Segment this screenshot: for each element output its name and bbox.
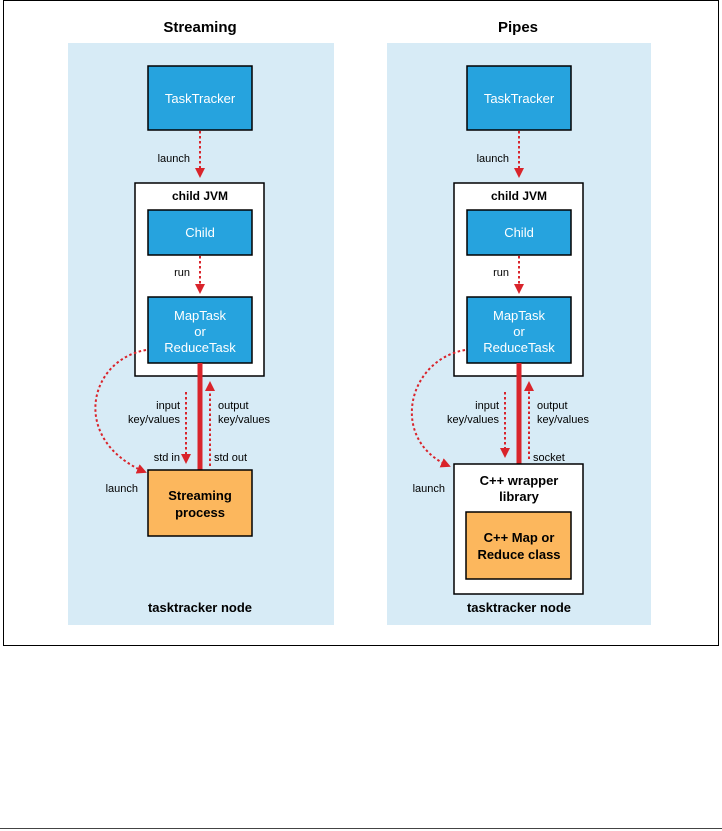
pipes-tasktracker-label: TaskTracker — [484, 91, 555, 106]
streaming-launch-process-label: launch — [106, 483, 138, 495]
pipes-input-label-line2: key/values — [447, 414, 499, 426]
pipes-launch-label: launch — [477, 153, 509, 165]
pipes-title: Pipes — [498, 19, 538, 36]
pipes-socket-label: socket — [533, 452, 565, 464]
streaming-process-line2: process — [175, 505, 225, 520]
page-rule — [0, 828, 722, 829]
streaming-maptask-line1: MapTask — [174, 308, 227, 323]
streaming-child-box — [147, 209, 253, 256]
pipes-child-jvm-label: child JVM — [491, 189, 547, 203]
streaming-process-line1: Streaming — [168, 488, 232, 503]
pipes-wrapper-line1: C++ wrapper — [480, 473, 559, 488]
pipes-maptask-line1: MapTask — [493, 308, 546, 323]
streaming-maptask-line3: ReduceTask — [164, 340, 236, 355]
streaming-stdin-label: std in — [154, 452, 180, 464]
pipes-wrapper-line2: library — [499, 489, 540, 504]
streaming-maptask-box — [147, 296, 253, 364]
pipes-launch-wrapper-arrow — [411, 349, 466, 468]
streaming-run-label: run — [174, 267, 190, 279]
streaming-launch-label: launch — [158, 153, 190, 165]
pipes-run-label: run — [493, 267, 509, 279]
streaming-child-label: Child — [185, 225, 215, 240]
pipes-node-label: tasktracker node — [467, 600, 571, 615]
pipes-child-label: Child — [504, 225, 534, 240]
streaming-tasktracker-label: TaskTracker — [165, 91, 236, 106]
figure-frame — [3, 0, 719, 646]
pipes-panel: Pipes TaskTracker launch child JVM Child… — [387, 19, 651, 625]
streaming-tasktracker-box — [147, 65, 253, 131]
pipes-input-label-line1: input — [475, 400, 499, 412]
pipes-output-label-line2: key/values — [537, 414, 589, 426]
pipes-maptask-line2: or — [513, 324, 525, 339]
pipes-maptask-line3: ReduceTask — [483, 340, 555, 355]
pipes-child-box — [466, 209, 572, 256]
streaming-panel: Streaming TaskTracker launch child JVM C… — [68, 19, 334, 625]
streaming-maptask-line2: or — [194, 324, 206, 339]
streaming-output-label-line2: key/values — [218, 414, 270, 426]
streaming-title: Streaming — [163, 19, 236, 36]
streaming-input-label-line1: input — [156, 400, 180, 412]
pipes-maptask-box — [466, 296, 572, 364]
pipes-launch-wrapper-label: launch — [413, 483, 445, 495]
streaming-node-label: tasktracker node — [148, 600, 252, 615]
pipes-map-reduce-class-line2: Reduce class — [477, 547, 560, 562]
pipes-tasktracker-box — [466, 65, 572, 131]
streaming-launch-process-arrow — [94, 349, 147, 474]
streaming-process-box — [147, 469, 253, 537]
streaming-input-label-line2: key/values — [128, 414, 180, 426]
streaming-output-label-line1: output — [218, 400, 249, 412]
pipes-map-reduce-class-box — [465, 511, 572, 580]
streaming-child-jvm-label: child JVM — [172, 189, 228, 203]
pipes-map-reduce-class-line1: C++ Map or — [484, 530, 555, 545]
pipes-output-label-line1: output — [537, 400, 568, 412]
streaming-stdout-label: std out — [214, 452, 247, 464]
